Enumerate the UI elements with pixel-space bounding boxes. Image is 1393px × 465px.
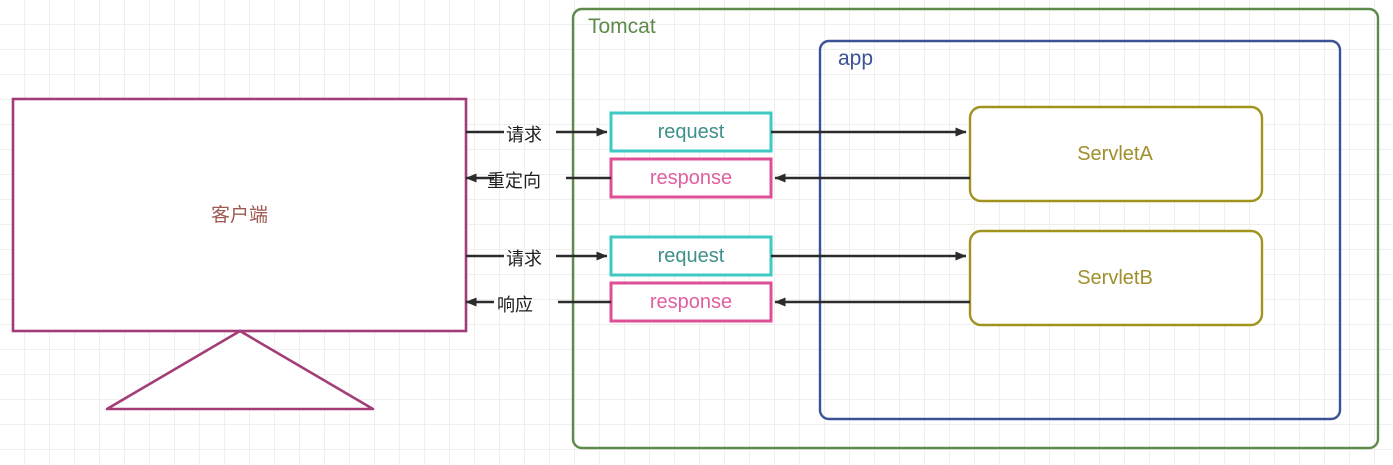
app-container-label: app [838,47,874,70]
app-container-box [818,39,1342,421]
request-box-1-label: request [657,121,725,143]
client-monitor-stand [105,329,375,411]
client-monitor-screen [11,97,468,333]
servlet-b-box [968,229,1264,327]
response-box-2 [609,281,773,323]
response-box-1 [609,157,773,199]
response-box-2-label: response [649,291,733,313]
request-box-1 [609,111,773,153]
servlet-a-box [968,105,1264,203]
request-box-2 [609,235,773,277]
edge-label-response: 响应 [497,295,533,315]
request-box-2-label: request [657,245,725,267]
response-box-1-label: response [649,167,733,189]
servlet-b-label: ServletB [1077,267,1153,289]
edge-label-request-2: 请求 [506,249,542,269]
tomcat-container-label: Tomcat [588,15,656,38]
client-label: 客户端 [210,205,268,226]
tomcat-container-box [571,7,1380,450]
edge-label-redirect: 重定向 [487,171,541,191]
servlet-a-label: ServletA [1077,143,1153,165]
edge-label-request-1: 请求 [506,125,542,145]
